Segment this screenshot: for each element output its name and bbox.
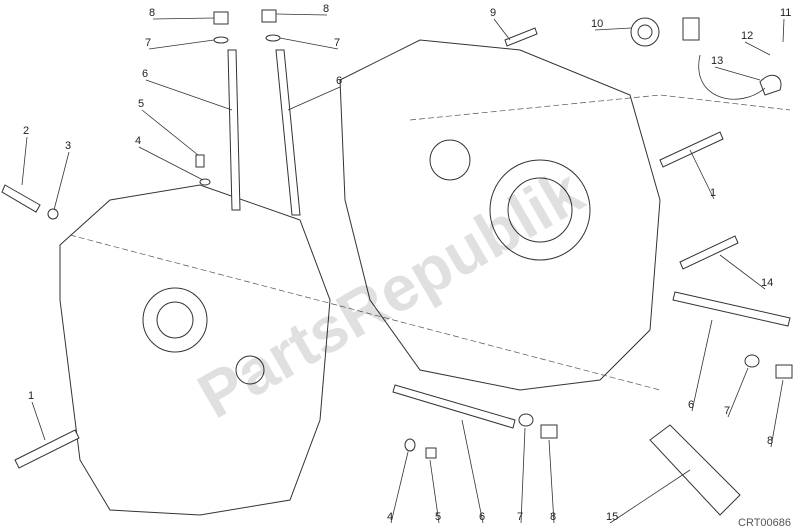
callout-label: 2	[23, 125, 29, 137]
washer-7c	[518, 413, 534, 427]
nut-8	[213, 11, 229, 25]
callout-label: 8	[767, 435, 773, 447]
callout-label: 9	[490, 7, 496, 19]
leader-line	[520, 427, 526, 524]
leader-line	[689, 149, 715, 200]
left-boss	[235, 355, 265, 385]
callout-label: 1	[28, 390, 34, 402]
leader-line	[21, 136, 28, 186]
leader-line	[141, 109, 199, 156]
washer-7d	[744, 354, 760, 368]
leader-line	[782, 18, 785, 43]
callout-label: 3	[65, 140, 71, 152]
sensor-wire	[698, 54, 766, 100]
leader-line	[609, 469, 691, 524]
screw-9	[504, 27, 538, 47]
nut-8c	[540, 424, 558, 439]
leader-line	[390, 451, 409, 524]
nut-8d	[775, 364, 793, 379]
dowel-5	[195, 154, 205, 168]
callout-label: 5	[138, 98, 144, 110]
bolt-1	[659, 131, 724, 168]
leader-line	[727, 367, 749, 418]
leader-line	[714, 66, 761, 81]
callout-label: 4	[135, 135, 141, 147]
bolt-14	[679, 235, 739, 270]
sensor-13	[759, 74, 782, 96]
callout-label: 13	[711, 55, 723, 67]
leader-line	[461, 419, 484, 524]
oil-seal-inner	[637, 24, 653, 40]
leader-line	[691, 319, 713, 412]
sealant-tube-15	[649, 424, 741, 516]
left-bearing-bore	[156, 301, 194, 339]
leader-line	[53, 151, 70, 211]
callout-label: 4	[387, 511, 393, 523]
stud-left	[227, 49, 241, 211]
callout-label: 6	[479, 511, 485, 523]
bolt-1-left	[14, 429, 80, 469]
leader-line	[275, 13, 328, 16]
callout-label: 8	[149, 7, 155, 19]
washer-3	[47, 208, 59, 220]
washer-7b	[265, 34, 281, 42]
washer-4	[199, 178, 211, 186]
leader-line	[279, 37, 339, 50]
assembly-line	[409, 94, 791, 121]
leader-lines	[21, 13, 785, 524]
callout-label: 6	[688, 399, 694, 411]
leader-line	[744, 41, 771, 56]
leader-line	[493, 18, 511, 41]
callout-label: 14	[761, 277, 773, 289]
callout-label: 7	[145, 37, 151, 49]
callout-label: 10	[591, 18, 603, 30]
connector	[682, 17, 700, 41]
right-bearing-bore	[507, 177, 573, 243]
leader-line	[548, 439, 555, 524]
leader-line	[138, 146, 204, 181]
callout-label: 6	[142, 68, 148, 80]
leader-line	[719, 254, 766, 290]
leader-line	[145, 79, 233, 111]
nut-8b	[261, 9, 277, 23]
callout-label: 8	[550, 511, 556, 523]
assembly-line	[69, 234, 661, 391]
leader-line	[152, 17, 215, 20]
callout-label: 11	[780, 7, 791, 19]
callout-label: 7	[334, 37, 340, 49]
callout-label: 6	[336, 75, 342, 87]
left-crankcase-half	[59, 184, 331, 516]
stud-bottom	[392, 384, 516, 429]
callout-label: 1	[710, 187, 716, 199]
leader-line	[429, 459, 440, 524]
dowel-5b	[425, 447, 437, 459]
stud-right	[275, 49, 301, 216]
callout-label: 5	[435, 511, 441, 523]
leader-line	[31, 401, 46, 441]
right-boss	[429, 139, 471, 181]
stud-right-side	[672, 291, 791, 327]
callout-label: 7	[517, 511, 523, 523]
leader-line	[770, 379, 784, 448]
callout-label: 8	[323, 3, 329, 15]
leader-line	[594, 27, 632, 31]
drawing-code: CRT00686	[738, 517, 791, 529]
callout-label: 7	[724, 405, 730, 417]
leader-line	[148, 39, 215, 50]
fitting-2	[1, 184, 41, 213]
washer-7	[213, 36, 229, 44]
washer-4b	[404, 438, 416, 452]
callout-label: 12	[741, 30, 753, 42]
callout-label: 15	[606, 511, 618, 523]
leader-line	[287, 86, 341, 111]
